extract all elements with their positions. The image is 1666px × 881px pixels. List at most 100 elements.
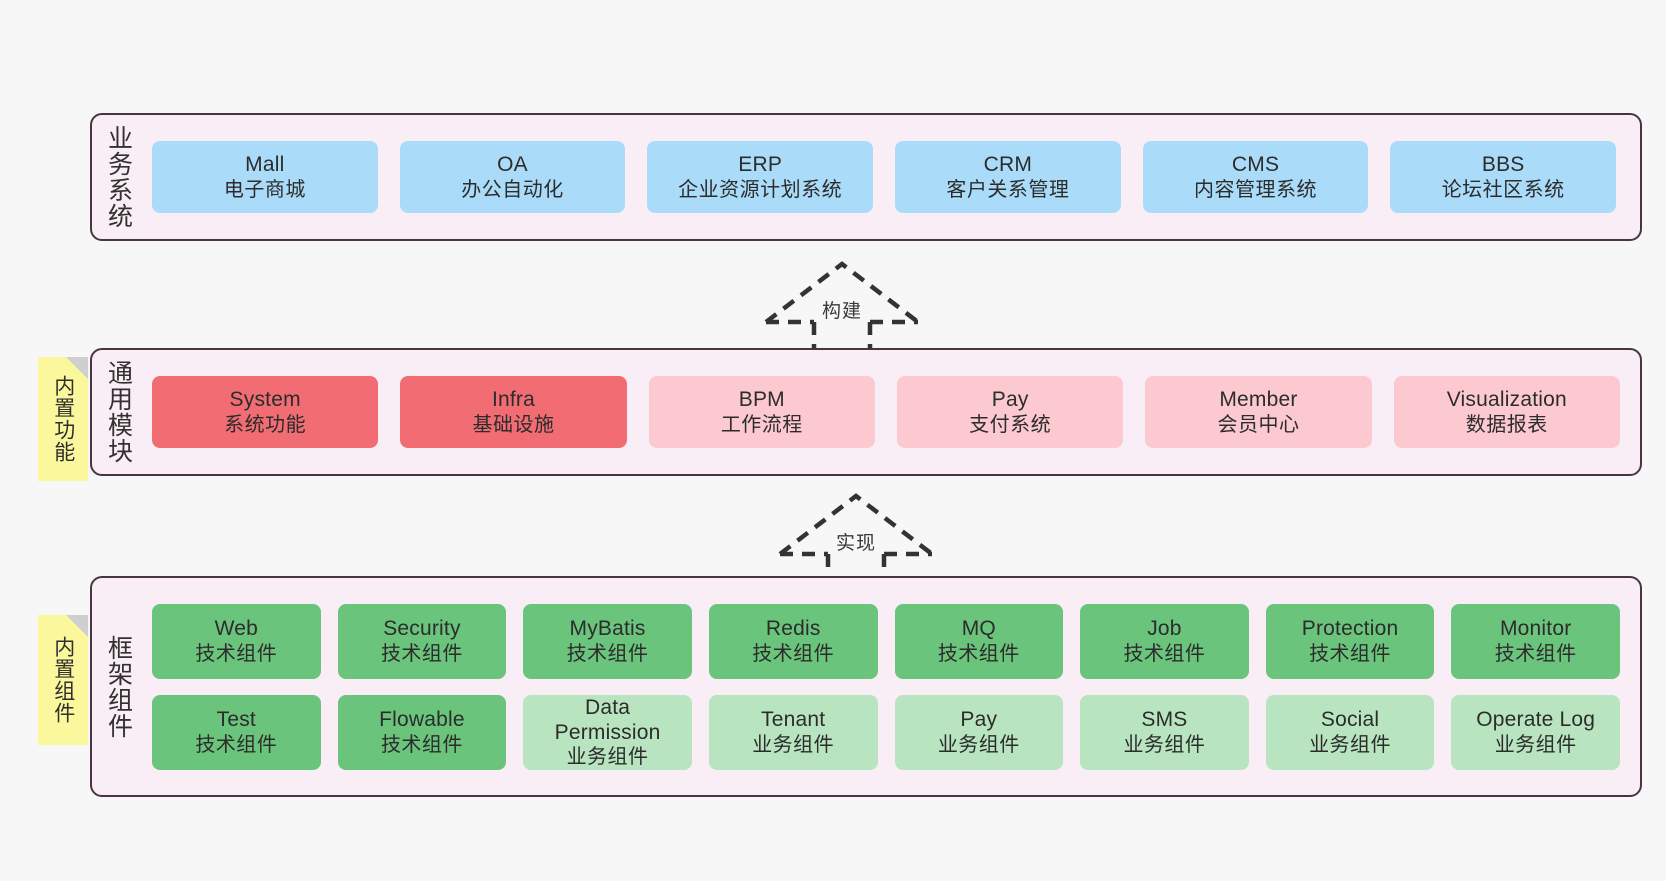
node-mybatis-subtitle: 技术组件 [566,642,649,665]
sticky-note-builtin-components-label: 内置组件 [51,636,75,724]
sticky-note-builtin-components: 内置组件 [38,615,88,745]
node-redis-subtitle: 技术组件 [752,642,835,665]
layer-body-common: System 系统功能 Infra 基础设施 BPM 工作流程 Pay 支付系统… [144,350,1640,474]
node-visualization[interactable]: Visualization 数据报表 [1393,376,1620,448]
node-protection-subtitle: 技术组件 [1309,642,1392,665]
node-pay-module-title: Pay [991,388,1029,412]
node-sms[interactable]: SMS 业务组件 [1080,694,1249,770]
node-test[interactable]: Test 技术组件 [152,694,321,770]
node-mybatis-title: MyBatis [569,617,646,641]
arrow-build-icon [764,261,920,352]
sticky-note-builtin-features: 内置功能 [38,357,88,481]
node-cms-subtitle: 内容管理系统 [1194,178,1318,201]
node-protection-title: Protection [1301,617,1399,641]
node-member-subtitle: 会员中心 [1217,413,1300,436]
node-system-subtitle: 系统功能 [224,413,307,436]
node-cms-title: CMS [1231,153,1280,177]
node-crm[interactable]: CRM 客户关系管理 [895,141,1121,213]
node-protection[interactable]: Protection 技术组件 [1265,603,1435,679]
node-pay-component-subtitle: 业务组件 [937,733,1020,756]
node-redis[interactable]: Redis 技术组件 [708,603,878,679]
node-bbs[interactable]: BBS 论坛社区系统 [1390,141,1617,213]
node-mall-subtitle: 电子商城 [223,178,306,201]
node-operate-log-title: Operate Log [1476,708,1596,732]
node-data-permission[interactable]: Data Permission 业务组件 [523,694,692,770]
layer-framework-components: 框架组件 Web 技术组件 Security 技术组件 MyBatis 技术组件… [90,576,1642,797]
node-redis-title: Redis [765,617,821,641]
node-mq-title: MQ [961,617,996,641]
node-data-permission-title: Data Permission [554,695,661,744]
node-security[interactable]: Security 技术组件 [337,603,507,679]
node-job-subtitle: 技术组件 [1123,642,1206,665]
node-pay-module-subtitle: 支付系统 [969,413,1052,436]
node-pay-component-title: Pay [960,708,998,732]
layer-body-framework: Web 技术组件 Security 技术组件 MyBatis 技术组件 Redi… [144,578,1640,795]
arrow-build: 构建 [762,260,922,352]
node-web-subtitle: 技术组件 [195,642,278,665]
node-cms[interactable]: CMS 内容管理系统 [1142,141,1369,213]
node-web-title: Web [214,617,259,641]
node-mybatis[interactable]: MyBatis 技术组件 [523,603,692,679]
layer-title-business: 业务系统 [104,125,133,229]
node-oa[interactable]: OA 办公自动化 [399,141,626,213]
layer-common-modules: 通用模块 System 系统功能 Infra 基础设施 BPM 工作流程 Pay… [90,348,1642,476]
sticky-fold-corner-icon [66,357,88,379]
node-mall-title: Mall [245,153,285,177]
node-web[interactable]: Web 技术组件 [152,603,321,679]
node-test-title: Test [216,708,256,732]
node-operate-log[interactable]: Operate Log 业务组件 [1451,694,1620,770]
node-visualization-subtitle: 数据报表 [1465,413,1548,436]
node-sms-title: SMS [1141,708,1188,732]
node-operate-log-subtitle: 业务组件 [1494,733,1577,756]
node-infra[interactable]: Infra 基础设施 [400,376,627,448]
node-social[interactable]: Social 业务组件 [1265,694,1435,770]
node-crm-title: CRM [983,153,1033,177]
node-crm-subtitle: 客户关系管理 [946,178,1070,201]
node-job[interactable]: Job 技术组件 [1080,603,1249,679]
node-member-title: Member [1219,388,1298,412]
node-tenant[interactable]: Tenant 业务组件 [708,694,878,770]
node-bpm[interactable]: BPM 工作流程 [648,376,875,448]
layer-title-framework: 框架组件 [104,634,133,739]
node-member[interactable]: Member 会员中心 [1145,376,1372,448]
node-monitor-title: Monitor [1499,617,1572,641]
node-security-title: Security [383,617,461,641]
layer-body-business: Mall 电子商城 OA 办公自动化 ERP 企业资源计划系统 CRM 客户关系… [144,115,1640,239]
node-flowable-subtitle: 技术组件 [380,733,463,756]
node-erp-title: ERP [738,153,783,177]
node-data-permission-subtitle: 业务组件 [566,746,649,769]
node-sms-subtitle: 业务组件 [1123,733,1206,756]
node-pay-component[interactable]: Pay 业务组件 [894,694,1064,770]
node-erp[interactable]: ERP 企业资源计划系统 [647,141,874,213]
layer-business-systems: 业务系统 Mall 电子商城 OA 办公自动化 ERP 企业资源计划系统 CRM… [90,113,1642,241]
node-test-subtitle: 技术组件 [195,733,278,756]
node-pay-module[interactable]: Pay 支付系统 [896,376,1124,448]
node-bpm-title: BPM [738,388,785,412]
sticky-note-builtin-features-label: 内置功能 [51,375,75,463]
node-security-subtitle: 技术组件 [380,642,463,665]
node-flowable-title: Flowable [379,708,465,732]
node-social-title: Social [1320,708,1380,732]
node-social-subtitle: 业务组件 [1309,733,1392,756]
node-infra-title: Infra [491,388,535,412]
arrow-implement: 实现 [776,492,936,584]
node-visualization-title: Visualization [1446,388,1567,412]
layer-common-row: System 系统功能 Infra 基础设施 BPM 工作流程 Pay 支付系统… [152,376,1620,448]
node-tenant-title: Tenant [761,708,826,732]
node-erp-subtitle: 企业资源计划系统 [678,178,843,201]
node-mq-subtitle: 技术组件 [937,642,1020,665]
node-oa-title: OA [497,153,528,177]
layer-business-row: Mall 电子商城 OA 办公自动化 ERP 企业资源计划系统 CRM 客户关系… [152,141,1617,213]
node-mall[interactable]: Mall 电子商城 [152,141,378,213]
node-system-title: System [229,388,301,412]
node-monitor[interactable]: Monitor 技术组件 [1451,603,1620,679]
node-flowable[interactable]: Flowable 技术组件 [337,694,507,770]
node-oa-subtitle: 办公自动化 [461,178,564,201]
node-system[interactable]: System 系统功能 [152,376,379,448]
node-infra-subtitle: 基础设施 [472,413,555,436]
layer-framework-row-2: Test 技术组件 Flowable 技术组件 Data Permission … [152,694,1620,770]
node-mq[interactable]: MQ 技术组件 [894,603,1064,679]
node-monitor-subtitle: 技术组件 [1494,642,1577,665]
sticky-fold-corner-icon [66,615,88,637]
